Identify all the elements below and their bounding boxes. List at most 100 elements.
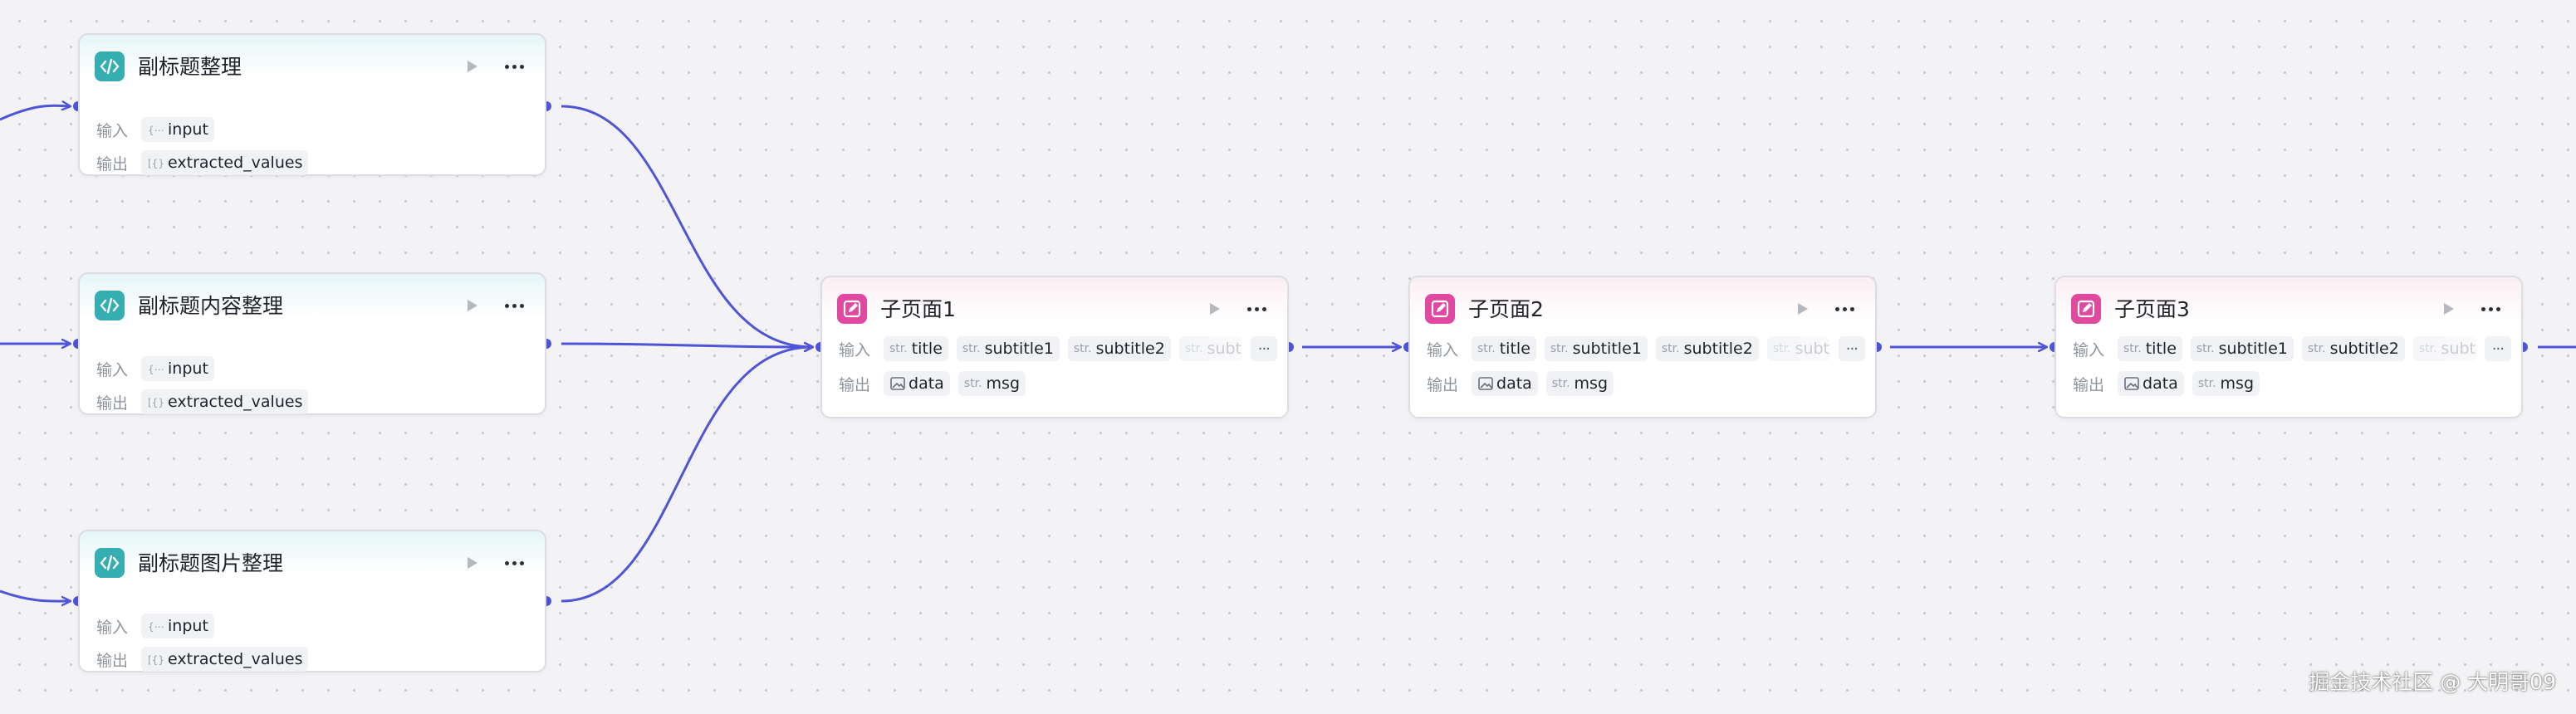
watermark: 掘金技术社区 @ 大明哥09 [2309, 670, 2556, 694]
node-header: 子页面2 [1425, 294, 1863, 325]
input-row: 输入 str.title str.subtitle1 str.subtitle2… [839, 335, 1277, 362]
more-params-button[interactable]: ··· [1838, 336, 1865, 361]
more-dots-icon[interactable] [1830, 296, 1859, 321]
type-prefix: str. [1772, 342, 1791, 355]
param-name: msg [1574, 374, 1608, 393]
node-title: 子页面3 [2114, 297, 2190, 321]
node-subtitle-organize[interactable]: 副标题整理 输入 {⋯} input 输出 [{}] extracted_val… [78, 33, 546, 176]
more-dots-icon[interactable] [500, 54, 528, 79]
param-name: input [168, 120, 208, 139]
node-header: 副标题整理 [95, 51, 533, 83]
type-prefix: str. [1661, 342, 1680, 355]
output-row: 输出 [{}] extracted_values [96, 646, 309, 672]
output-row: 输出 [{}] extracted_values [96, 389, 309, 415]
node-header: 子页面3 [2071, 294, 2510, 325]
param-chip: data [884, 371, 950, 396]
node-subtitle-image-organize[interactable]: 副标题图片整理 输入 {⋯} input 输出 [{}] extracted_v… [78, 530, 546, 672]
type-prefix: str. [2307, 342, 2326, 355]
node-subtitle-content-organize[interactable]: 副标题内容整理 输入 {⋯} input 输出 [{}] extracted_v… [78, 272, 546, 415]
array-type-icon: [{}] [148, 158, 165, 169]
type-prefix: str. [2123, 342, 2142, 355]
play-icon[interactable] [1206, 301, 1222, 317]
node-header: 副标题内容整理 [95, 291, 533, 322]
output-row: 输出 data str. msg [1427, 370, 1614, 397]
param-chip: data [1472, 371, 1538, 396]
param-name: data [1496, 374, 1532, 393]
param-chip: str.msg [957, 371, 1026, 396]
output-row: 输出 [{}] extracted_values [96, 149, 309, 176]
type-prefix: str. [1551, 377, 1570, 390]
output-label: 输出 [2073, 375, 2105, 394]
param-chip: str.subtitle2 [1067, 336, 1171, 361]
param-name: title [2145, 340, 2177, 358]
param-chip: str.subtitle2 [2301, 336, 2405, 361]
more-dots-icon[interactable] [2476, 296, 2505, 321]
param-name: subtitle2 [2329, 340, 2399, 358]
code-brackets-icon [95, 548, 125, 578]
node-title: 子页面1 [880, 297, 956, 321]
more-params-button[interactable]: ··· [2484, 336, 2511, 361]
output-label: 输出 [96, 651, 129, 670]
param-chip-truncated: str.subti [2412, 336, 2476, 361]
play-icon[interactable] [463, 297, 480, 314]
object-type-icon: {⋯} [148, 621, 165, 633]
node-title: 副标题整理 [138, 55, 242, 79]
param-chip-truncated: str.subti [1178, 336, 1242, 361]
param-name: subtitle1 [984, 340, 1054, 358]
param-name: extracted_values [168, 650, 303, 668]
input-label: 输入 [1427, 340, 1459, 359]
input-row: 输入 {⋯} input [96, 116, 214, 143]
output-label: 输出 [96, 154, 129, 174]
param-name: subtitle2 [1095, 340, 1165, 358]
type-prefix: str. [1477, 342, 1496, 355]
node-subpage-2[interactable]: 子页面2 输入 str.title str.subtitle1 str.subt… [1408, 276, 1877, 418]
edge-in-1 [0, 105, 70, 121]
array-type-icon: [{}] [148, 397, 165, 408]
param-name: extracted_values [168, 393, 303, 411]
node-title: 子页面2 [1468, 297, 1544, 321]
svg-text:[{}]: [{}] [148, 397, 165, 408]
param-name: title [911, 340, 943, 358]
play-icon[interactable] [463, 58, 480, 75]
output-label: 输出 [839, 375, 871, 394]
svg-text:[{}]: [{}] [148, 654, 165, 666]
input-label: 输入 [96, 360, 129, 379]
type-prefix: str. [2197, 377, 2216, 390]
input-label: 输入 [96, 618, 129, 637]
param-chip: str.title [2118, 336, 2182, 361]
param-chip: {⋯} input [141, 117, 214, 142]
play-icon[interactable] [1794, 301, 1810, 317]
more-dots-icon[interactable] [500, 293, 528, 318]
more-dots-icon[interactable] [500, 550, 528, 575]
edge-n2-n4 [561, 344, 812, 347]
edge-n3-n4 [561, 347, 812, 603]
node-subpage-3[interactable]: 子页面3 输入 str.title str.subtitle1 str.subt… [2054, 276, 2523, 418]
param-chip: str.subtitle1 [2190, 336, 2294, 361]
array-type-icon: [{}] [148, 654, 165, 666]
image-type-icon [1478, 377, 1493, 390]
more-dots-icon[interactable] [1242, 296, 1271, 321]
param-chip: {⋯} input [141, 356, 214, 381]
more-params-button[interactable]: ··· [1250, 336, 1277, 361]
play-icon[interactable] [463, 555, 480, 571]
input-label: 输入 [96, 121, 129, 140]
param-chip: [{}] extracted_values [141, 647, 309, 672]
param-name: msg [986, 374, 1020, 393]
type-prefix: str. [2196, 342, 2215, 355]
object-type-icon: {⋯} [148, 125, 165, 136]
node-header: 子页面1 [837, 294, 1276, 325]
param-name: subtitle1 [1572, 340, 1642, 358]
play-icon[interactable] [2440, 301, 2456, 317]
param-chip: str.title [1472, 336, 1536, 361]
svg-text:[{}]: [{}] [148, 158, 165, 169]
param-name: subtitle1 [2218, 340, 2288, 358]
input-label: 输入 [839, 340, 871, 359]
type-prefix: str. [2418, 342, 2437, 355]
param-name: extracted_values [168, 154, 303, 172]
node-header: 副标题图片整理 [95, 548, 533, 580]
code-brackets-icon [95, 51, 125, 81]
node-title: 副标题内容整理 [138, 294, 284, 318]
node-subpage-1[interactable]: 子页面1 输入 str.title str.subtitle1 str.subt… [820, 276, 1289, 418]
output-label: 输出 [1427, 375, 1459, 394]
input-row: 输入 str.title str.subtitle1 str.subtitle2… [2073, 335, 2511, 362]
